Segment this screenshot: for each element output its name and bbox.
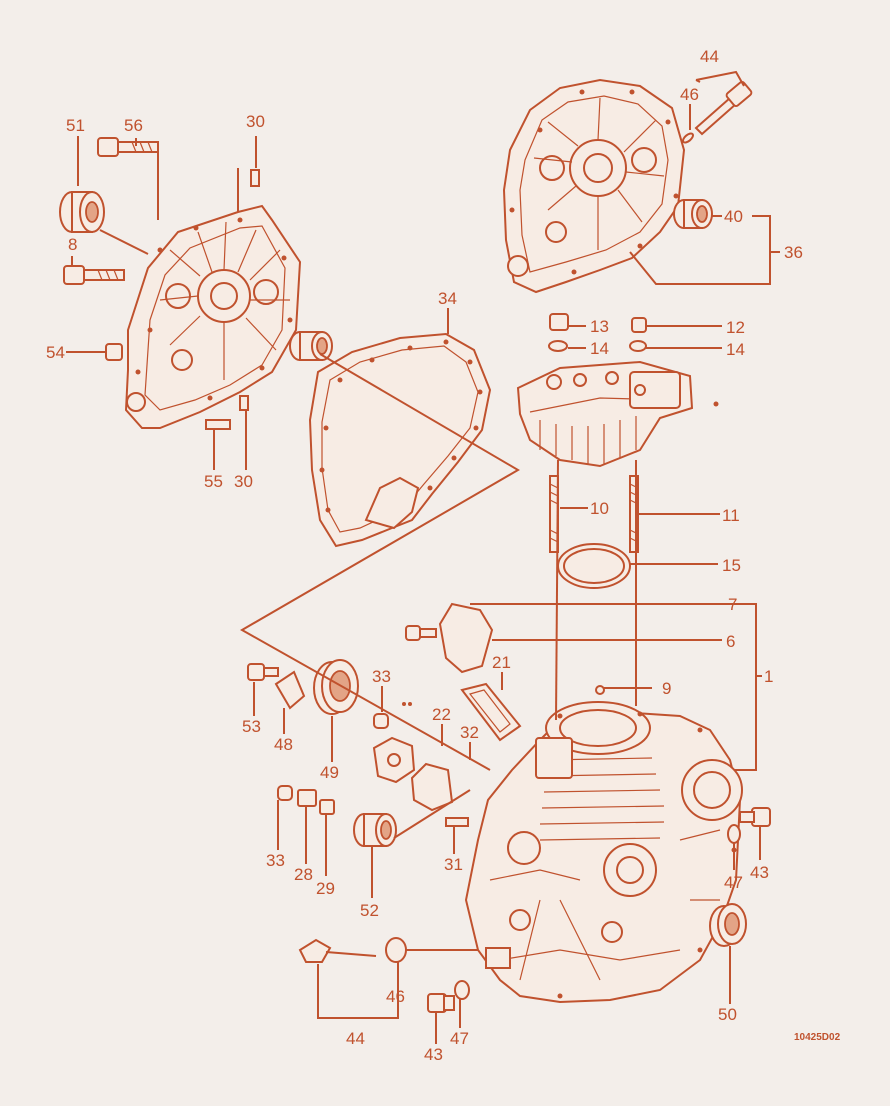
label-44-top: 44 bbox=[700, 47, 719, 66]
label-48: 48 bbox=[274, 735, 293, 754]
oil-dipstick-44 bbox=[298, 938, 377, 963]
label-6: 6 bbox=[726, 632, 735, 651]
label-29: 29 bbox=[316, 879, 335, 898]
washer-47-right bbox=[727, 824, 741, 844]
pin-55 bbox=[205, 419, 231, 430]
washer-47-bottom bbox=[454, 980, 470, 1000]
label-13: 13 bbox=[590, 317, 609, 336]
drain-bolt-43-bottom bbox=[427, 993, 455, 1013]
bearing-52 bbox=[353, 813, 397, 847]
label-47-bottom: 47 bbox=[450, 1029, 469, 1048]
label-11: 11 bbox=[722, 506, 740, 525]
label-49: 49 bbox=[320, 763, 339, 782]
crankcase-gasket bbox=[308, 332, 492, 548]
dowel-pin-30-top bbox=[250, 169, 260, 187]
washer-14-left bbox=[548, 340, 568, 352]
label-33-bottom: 33 bbox=[266, 851, 285, 870]
label-14-left: 14 bbox=[590, 339, 609, 358]
drain-bolt-43-right bbox=[739, 807, 771, 827]
part-number-labels: 51 56 30 8 54 55 30 34 44 46 40 36 13 12… bbox=[46, 47, 841, 1064]
oil-seal-50 bbox=[709, 903, 747, 947]
oil-filler-plug-top bbox=[682, 81, 753, 144]
crankcase-block bbox=[464, 701, 743, 1004]
label-40: 40 bbox=[724, 207, 743, 226]
label-14-right: 14 bbox=[726, 340, 745, 359]
label-8: 8 bbox=[68, 235, 77, 254]
right-mounting-flange bbox=[502, 78, 686, 294]
label-31: 31 bbox=[444, 855, 463, 874]
label-56: 56 bbox=[124, 116, 143, 135]
label-47-right: 47 bbox=[724, 873, 743, 892]
label-43-right: 43 bbox=[750, 863, 769, 882]
label-52: 52 bbox=[360, 901, 379, 920]
bushing-28 bbox=[297, 789, 317, 807]
label-50: 50 bbox=[718, 1005, 737, 1024]
label-30-top: 30 bbox=[246, 112, 265, 131]
cylinder-head bbox=[516, 360, 719, 468]
oil-seal-40 bbox=[673, 199, 713, 229]
label-46-top: 46 bbox=[680, 85, 699, 104]
label-36: 36 bbox=[784, 243, 803, 262]
plug-54 bbox=[105, 343, 123, 361]
gasket-32 bbox=[410, 762, 454, 812]
label-34: 34 bbox=[438, 289, 457, 308]
label-51: 51 bbox=[66, 116, 85, 135]
label-15: 15 bbox=[722, 556, 741, 575]
bolt-53 bbox=[247, 663, 279, 681]
pin-31 bbox=[445, 817, 469, 827]
cap-33-top bbox=[373, 713, 389, 729]
label-55: 55 bbox=[204, 472, 223, 491]
bushing-29 bbox=[319, 799, 335, 815]
o-ring-46 bbox=[385, 937, 407, 963]
label-21: 21 bbox=[492, 653, 511, 672]
label-10: 10 bbox=[590, 499, 609, 518]
label-44-bottom: 44 bbox=[346, 1029, 365, 1048]
bolt-7 bbox=[405, 625, 437, 641]
head-gasket-ring bbox=[557, 543, 631, 589]
oil-seal-51 bbox=[59, 191, 105, 233]
bolt-8 bbox=[63, 265, 125, 285]
plate-48 bbox=[274, 670, 306, 710]
bolt-56 bbox=[97, 137, 159, 157]
bearing-bushing bbox=[289, 331, 333, 361]
washer-14-right bbox=[629, 340, 647, 352]
label-54: 54 bbox=[46, 343, 65, 362]
cover-plate-6 bbox=[438, 602, 494, 674]
label-22: 22 bbox=[432, 705, 451, 724]
label-1: 1 bbox=[764, 667, 773, 686]
small-pin-a bbox=[402, 702, 406, 706]
nut-12 bbox=[631, 317, 647, 333]
label-28: 28 bbox=[294, 865, 313, 884]
gasket-21 bbox=[460, 682, 522, 742]
governor-bracket-22 bbox=[372, 736, 416, 784]
label-9: 9 bbox=[662, 679, 671, 698]
label-12: 12 bbox=[726, 318, 745, 337]
dowel-pin-30-bottom bbox=[239, 395, 249, 411]
label-7: 7 bbox=[728, 595, 737, 614]
label-33-top: 33 bbox=[372, 667, 391, 686]
label-30-bottom: 30 bbox=[234, 472, 253, 491]
label-43-bottom: 43 bbox=[424, 1045, 443, 1064]
oil-seal-49 bbox=[313, 659, 359, 715]
small-pin-b bbox=[408, 702, 412, 706]
label-53: 53 bbox=[242, 717, 261, 736]
nut-13 bbox=[549, 313, 569, 331]
leader-lines bbox=[66, 70, 780, 1044]
pin-9 bbox=[595, 685, 605, 695]
cap-33-bottom bbox=[277, 785, 293, 801]
drawing-code: 10425D02 bbox=[794, 1032, 841, 1043]
label-32: 32 bbox=[460, 723, 479, 742]
left-crankcase-cover bbox=[124, 204, 302, 429]
label-46-bottom: 46 bbox=[386, 987, 405, 1006]
